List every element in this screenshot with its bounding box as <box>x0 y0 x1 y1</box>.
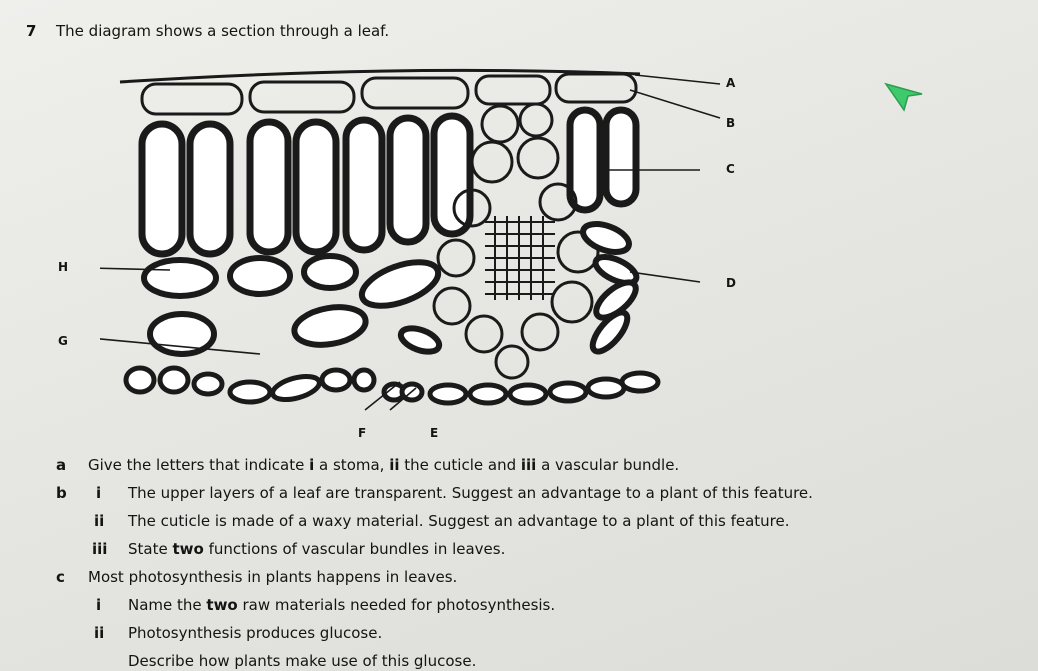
bundle-cell <box>550 280 594 324</box>
label-b: B <box>726 116 736 130</box>
cuticle-line <box>119 68 641 84</box>
palisade-cell <box>430 112 474 238</box>
palisade-cell <box>566 106 604 214</box>
mesophyll-cell <box>589 309 631 355</box>
lower-epidermis-cell <box>227 379 273 405</box>
spongy-cell <box>291 304 369 348</box>
part-c-ii-num: ii <box>94 624 105 642</box>
lower-epidermis-cell <box>585 376 627 400</box>
question-stem: The diagram shows a section through a le… <box>56 22 390 40</box>
leaf-diagram: A B C D E F G H <box>58 62 740 446</box>
leader-line-f <box>364 381 401 411</box>
upper-epidermis-cell <box>248 80 356 114</box>
upper-epidermis-cell <box>554 72 638 104</box>
part-b-letter: b <box>56 484 67 502</box>
lower-epidermis-cell <box>547 380 589 404</box>
bundle-cell <box>520 312 560 352</box>
bundle-cell <box>436 238 476 278</box>
leader-line-h <box>89 267 171 271</box>
bundle-cell <box>516 136 560 180</box>
leaf-section-svg <box>89 68 721 411</box>
part-c-i-num: i <box>96 596 102 614</box>
bundle-cell <box>518 102 554 138</box>
lower-epidermis-cell <box>507 382 549 406</box>
lower-epidermis-cell <box>157 365 191 395</box>
palisade-cell <box>138 120 186 258</box>
lower-epidermis-cell <box>319 367 353 393</box>
part-c-ii-text: Photosynthesis produces glucose. <box>128 624 383 642</box>
upper-epidermis-cell <box>360 76 470 110</box>
lower-epidermis-cell <box>619 370 661 394</box>
lower-epidermis-cell <box>123 365 157 395</box>
question-number: 7 <box>26 22 37 40</box>
bundle-cell <box>470 140 514 184</box>
upper-epidermis-cell <box>474 74 552 106</box>
palisade-cell <box>186 120 234 258</box>
mesophyll-cell <box>592 254 640 286</box>
label-e: E <box>430 426 439 440</box>
lower-epidermis-cell <box>427 382 469 406</box>
spongy-cell <box>397 325 443 355</box>
label-a: A <box>726 76 736 90</box>
part-c-letter: c <box>56 568 65 586</box>
spongy-cell <box>358 259 442 309</box>
spongy-cell <box>147 311 217 357</box>
palisade-cell <box>246 118 292 256</box>
palisade-cell <box>386 114 430 246</box>
mesophyll-cell <box>580 221 632 255</box>
palisade-cell <box>342 116 386 254</box>
lower-epidermis-cell <box>351 367 377 393</box>
label-g: G <box>58 334 68 348</box>
question-header: 7 The diagram shows a section through a l… <box>26 22 389 40</box>
bundle-cell <box>494 344 530 380</box>
label-c: C <box>726 162 735 176</box>
leader-line-e <box>389 387 417 411</box>
mouse-cursor-icon <box>884 82 924 116</box>
leader-line-a <box>634 74 721 85</box>
label-d: D <box>726 276 736 290</box>
bundle-cell <box>538 182 578 222</box>
part-b-ii-num: ii <box>94 512 105 530</box>
bundle-cell <box>452 188 492 228</box>
label-f: F <box>358 426 367 440</box>
palisade-cell <box>292 118 340 256</box>
part-b-ii-text: The cuticle is made of a waxy material. … <box>128 512 790 530</box>
palisade-cell <box>602 106 640 208</box>
label-h: H <box>58 260 69 274</box>
lower-epidermis-cell <box>467 382 509 406</box>
upper-epidermis-cell <box>140 82 244 116</box>
spongy-cell <box>301 253 359 291</box>
part-b-i-num: i <box>96 484 102 502</box>
part-a-letter: a <box>56 456 67 474</box>
bundle-cell <box>464 314 504 354</box>
spongy-cell <box>141 257 219 299</box>
spongy-cell <box>227 255 293 297</box>
leader-line-b <box>629 89 721 119</box>
xylem-grid <box>485 216 555 300</box>
lower-epidermis-cell <box>270 374 322 402</box>
bundle-cell <box>432 286 472 326</box>
part-a-text: Give the letters that indicate i a stoma… <box>88 456 680 474</box>
mesophyll-cell <box>593 279 639 321</box>
bundle-cell <box>556 230 600 274</box>
part-c-text: Most photosynthesis in plants happens in… <box>88 568 458 586</box>
part-b-iii-num: iii <box>92 540 108 558</box>
leader-line-d <box>629 271 701 283</box>
part-c-i-text: Name the two raw materials needed for ph… <box>128 596 556 614</box>
part-b-iii-text: State two functions of vascular bundles … <box>128 540 506 558</box>
lower-epidermis-cell <box>191 371 225 397</box>
part-c-ii-followup-text: Describe how plants make use of this glu… <box>128 652 477 670</box>
bundle-cell <box>480 104 520 144</box>
part-b-i-text: The upper layers of a leaf are transpare… <box>128 484 813 502</box>
leader-line-g <box>89 337 261 355</box>
